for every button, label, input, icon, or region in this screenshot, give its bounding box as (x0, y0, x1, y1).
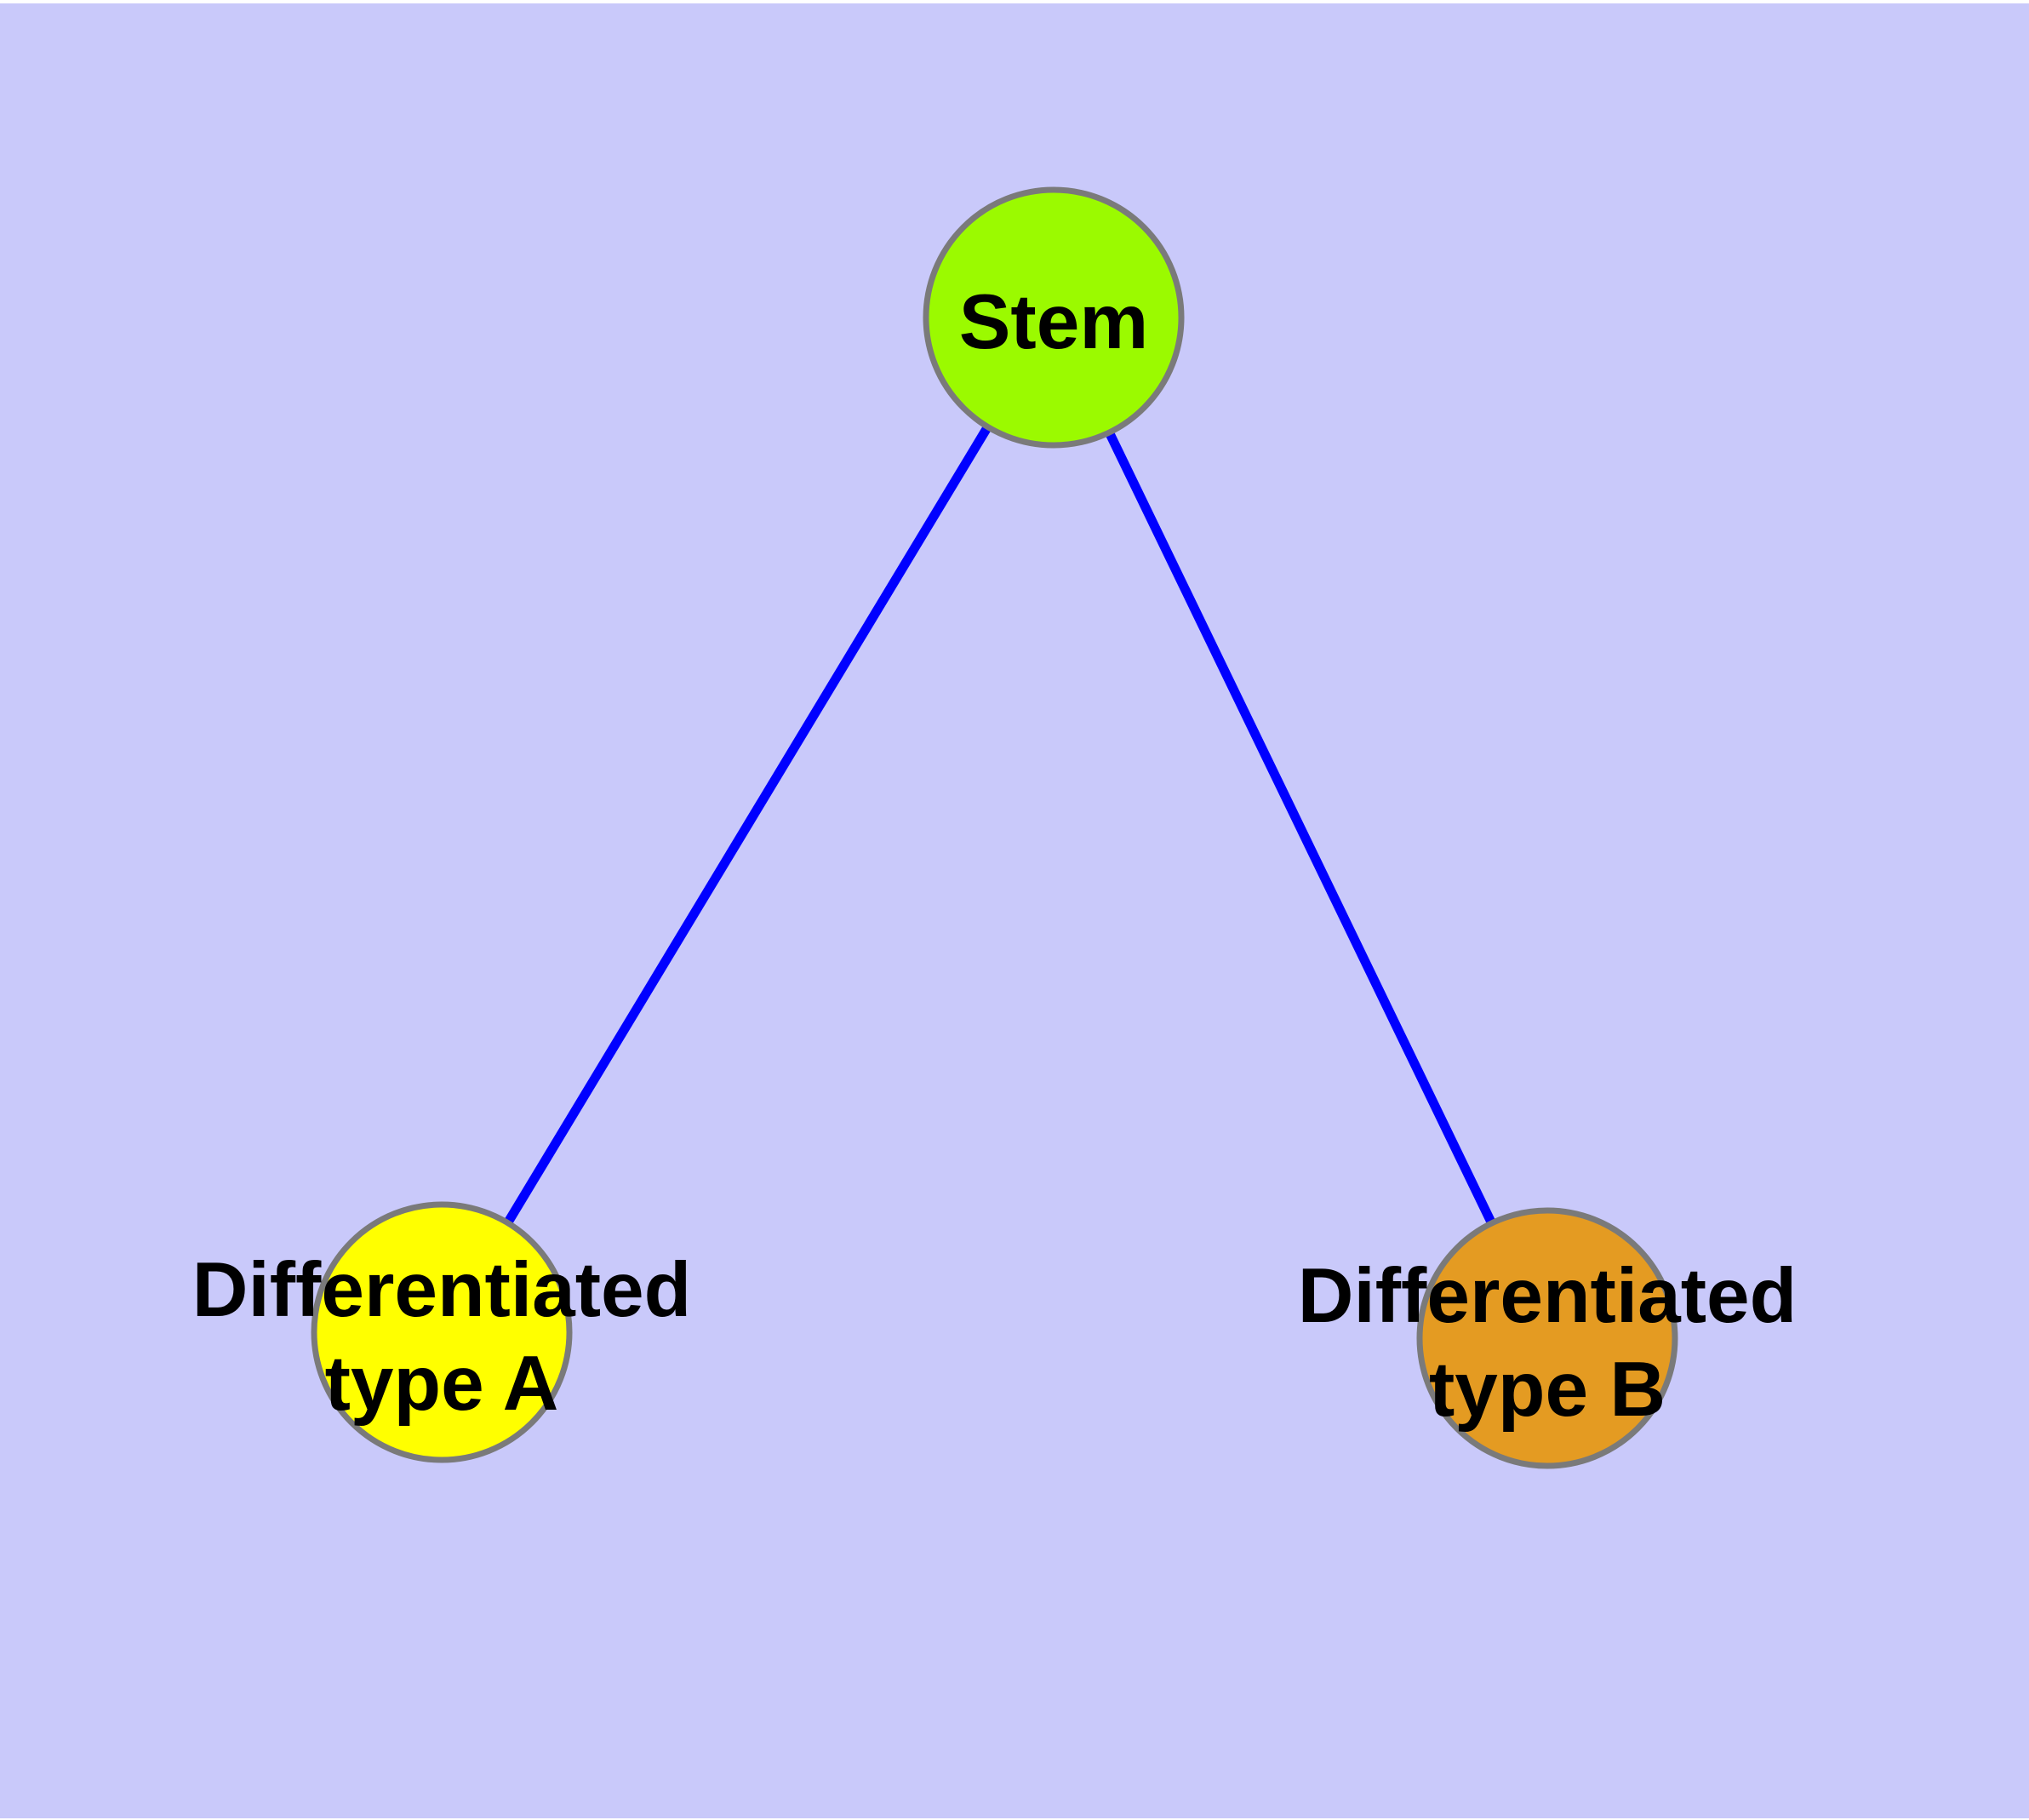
node-diff-b (1416, 1207, 1678, 1469)
node-stem (923, 186, 1185, 449)
edge-stem-diff-a (437, 315, 1058, 1335)
node-diff-a (311, 1201, 573, 1463)
node-diff-a-label-line-2: type A (325, 1341, 559, 1427)
node-diff-b-label-line-1: Differentiated (1298, 1253, 1798, 1339)
nodes-layer (311, 186, 1678, 1469)
node-stem-label: Stem (959, 279, 1149, 365)
node-diff-b-label-line-2: type B (1429, 1347, 1666, 1433)
edge-stem-diff-b (1049, 315, 1552, 1341)
node-stem-label-line-1: Stem (959, 279, 1149, 365)
edges-layer (437, 315, 1552, 1341)
node-diff-a-label-line-1: Differentiated (192, 1247, 692, 1333)
